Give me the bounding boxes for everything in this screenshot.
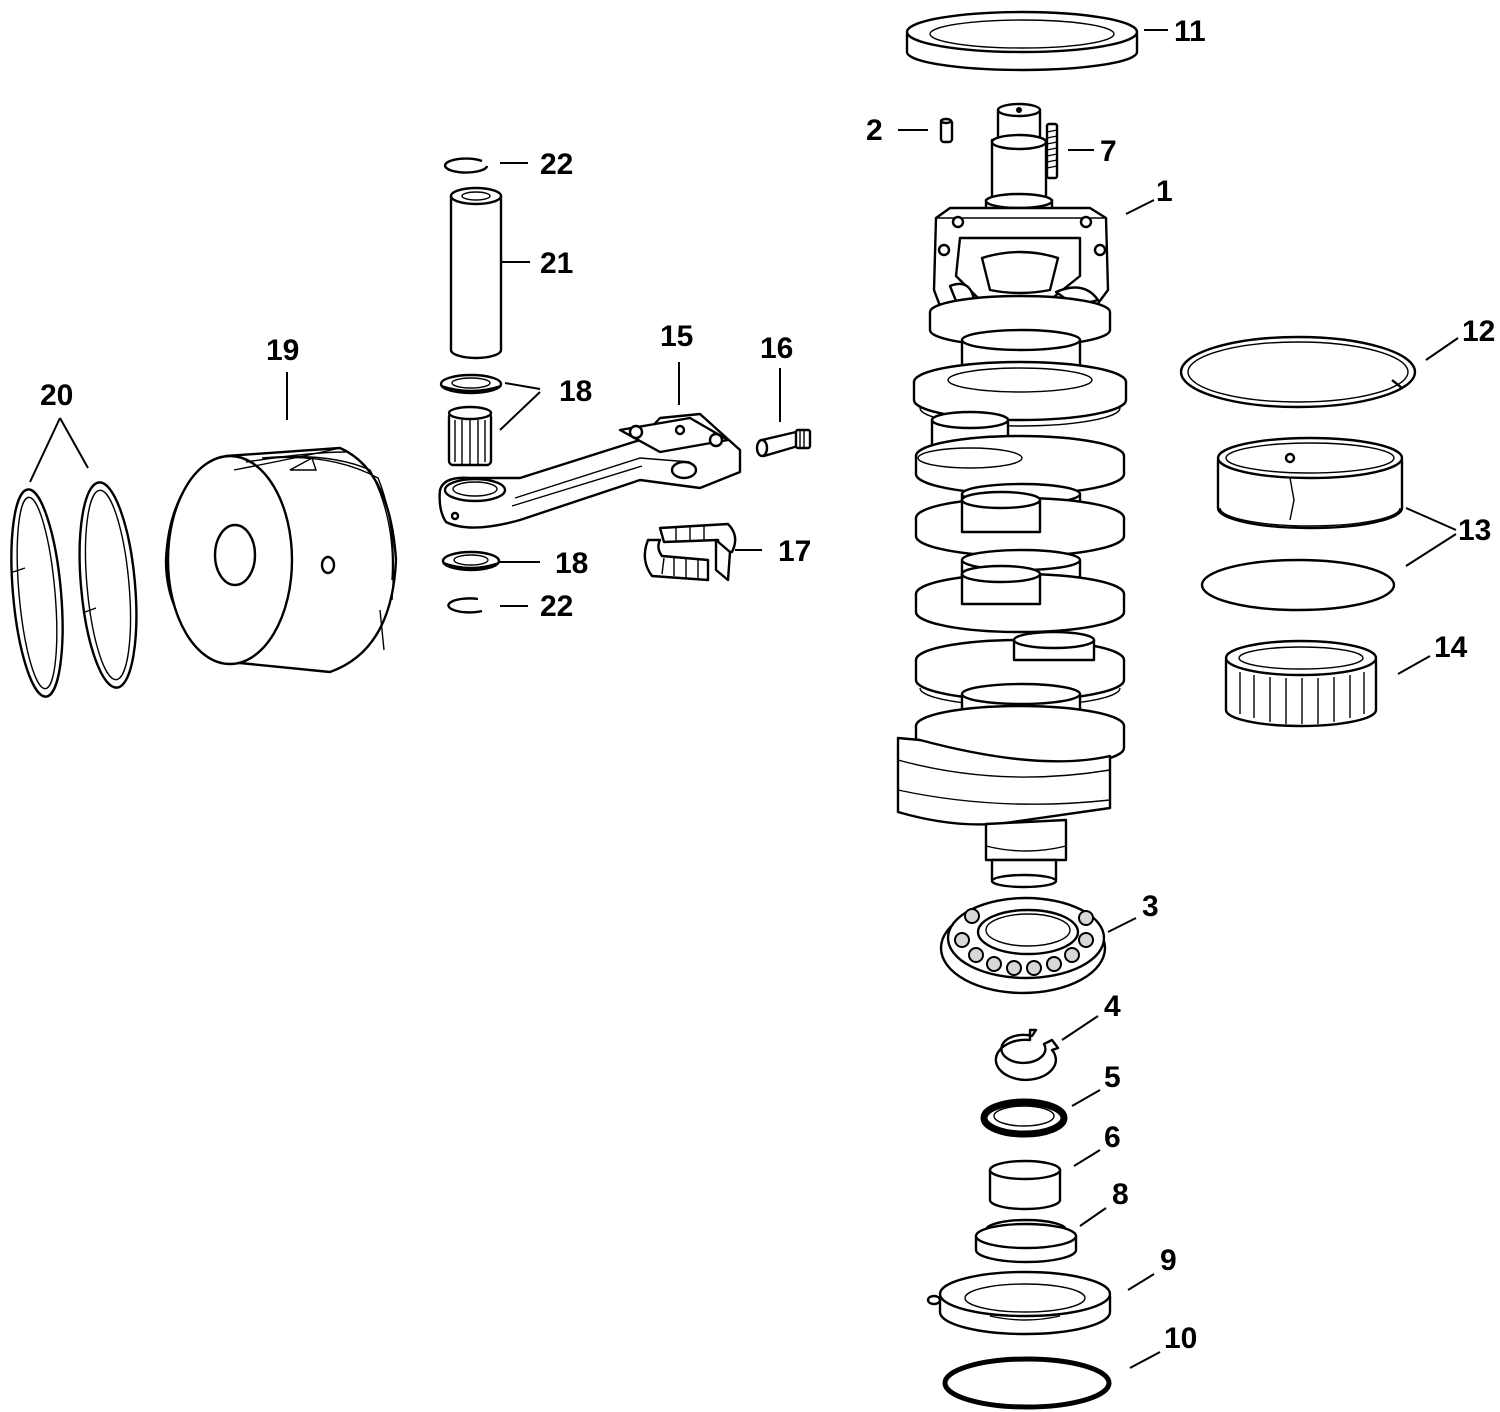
part-19-piston — [164, 446, 398, 674]
part-10-o-ring — [942, 1356, 1112, 1410]
callout-6: 6 — [1104, 1121, 1121, 1154]
callout-7: 7 — [1100, 135, 1117, 168]
part-9-seal-carrier — [926, 1270, 1112, 1336]
callout-4: 4 — [1104, 990, 1121, 1023]
callout-20: 20 — [40, 379, 73, 412]
part-14-roller-bearing — [1224, 639, 1378, 728]
callout-2: 2 — [866, 114, 883, 147]
callout-3: 3 — [1142, 890, 1159, 923]
callout-19: 19 — [266, 334, 299, 367]
callout-15: 15 — [660, 320, 693, 353]
callout-18-top: 18 — [559, 375, 592, 408]
part-3-ball-bearing — [939, 896, 1107, 995]
part-20-piston-rings — [10, 481, 138, 698]
callout-17: 17 — [778, 535, 811, 568]
callout-8: 8 — [1112, 1178, 1129, 1211]
callout-18-bottom: 18 — [555, 547, 588, 580]
callout-5: 5 — [1104, 1061, 1121, 1094]
part-1-crankshaft — [896, 102, 1128, 889]
callout-21: 21 — [540, 247, 573, 280]
callout-1: 1 — [1156, 175, 1173, 208]
callout-22-bottom: 22 — [540, 590, 573, 623]
part-17-needle-bearing — [643, 522, 737, 582]
part-13-bearing-race — [1200, 436, 1404, 612]
part-8-seal — [974, 1218, 1078, 1264]
part-4-retaining-clip — [994, 1028, 1060, 1082]
part-18-thrust-washers — [439, 373, 503, 572]
leader-lines — [29, 29, 1459, 1369]
part-16-rod-bolt — [755, 428, 812, 458]
callout-11: 11 — [1174, 15, 1206, 48]
part-22-snap-ring-top — [443, 157, 489, 174]
callout-labels: 11 2 7 1 22 21 18 18 22 15 16 17 19 20 1… — [40, 15, 1495, 1355]
callout-13: 13 — [1458, 514, 1491, 547]
callout-12: 12 — [1462, 315, 1495, 348]
callout-14: 14 — [1434, 631, 1468, 664]
part-5-o-ring — [980, 1098, 1068, 1138]
callout-10: 10 — [1164, 1322, 1197, 1355]
callout-16: 16 — [760, 332, 793, 365]
part-22-snap-ring-bottom — [447, 597, 483, 614]
part-11-oil-seal — [905, 10, 1139, 72]
part-12-retaining-ring — [1179, 335, 1417, 409]
part-21-piston-pin — [449, 186, 503, 360]
callout-22-top: 22 — [540, 148, 573, 181]
callout-9: 9 — [1160, 1244, 1177, 1277]
part-15-connecting-rod — [438, 412, 742, 529]
part-6-sleeve — [988, 1159, 1062, 1211]
part-2-dowel-pin — [939, 117, 954, 144]
part-7-stud — [1045, 122, 1059, 180]
